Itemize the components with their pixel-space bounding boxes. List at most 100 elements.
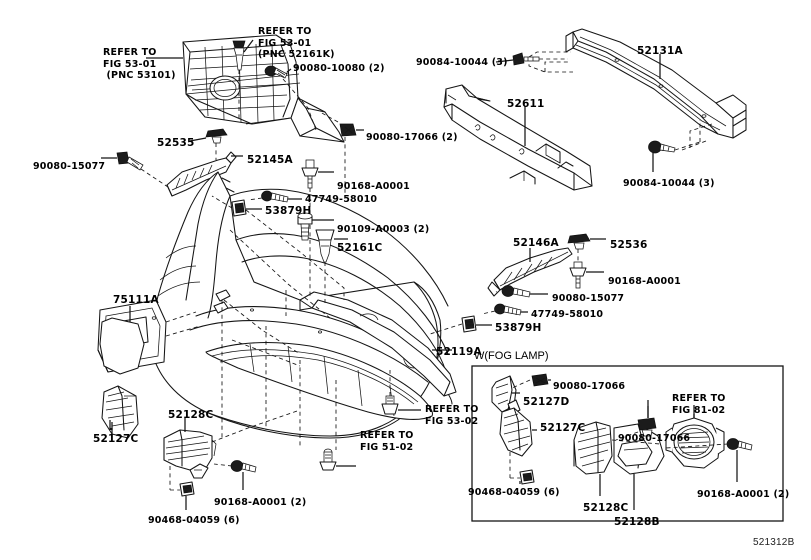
part-52127c-inset xyxy=(499,407,533,457)
label-90080-17066-inset-mid: 90080-17066 xyxy=(618,433,691,444)
part-52127c-left-piece xyxy=(101,385,139,439)
part-bolt-90168-a0001-inset xyxy=(726,438,753,451)
label-52535: 52535 xyxy=(157,137,195,149)
dash-90080-17066-inset-mid xyxy=(615,431,639,441)
label-90109-a0003: 90109-A0003 (2) xyxy=(337,224,430,235)
label-90080-15077-left: 90080-15077 xyxy=(33,161,106,172)
label-52131a: 52131A xyxy=(637,45,683,57)
label-90168-a0001-inset: 90168-A0001 (2) xyxy=(697,489,790,500)
part-screw-47749-58010-mid xyxy=(494,303,522,316)
leader-90080-10080 xyxy=(286,68,292,73)
label-90168-a0001-upper: 90168-A0001 xyxy=(337,181,410,192)
part-bolt-90109-a0003 xyxy=(297,212,313,241)
part-screw-90080-15077-left xyxy=(116,151,144,171)
part-screw-90080-15077-mid xyxy=(501,285,531,298)
label-90468-04059-inset: 90468-04059 (6) xyxy=(468,487,560,498)
label-refer-fig-51-02: REFER TO FIG 51-02 xyxy=(360,430,414,453)
label-52127c-inset: 52127C xyxy=(540,422,586,434)
dash-bracket-upper xyxy=(528,51,573,73)
label-refer-fig-81-02: REFER TO FIG 81-02 xyxy=(672,393,726,416)
part-retainer-52145a xyxy=(166,151,237,197)
part-fog-lamp-81-02 xyxy=(665,417,725,469)
label-52127d: 52127D xyxy=(523,396,570,408)
part-bolt-90168-a0001-upper xyxy=(301,159,319,189)
dash-cover-3 xyxy=(223,299,301,355)
part-clip-90468-04059-left xyxy=(179,481,195,497)
label-90084-10044-upper: 90084-10044 (3) xyxy=(416,57,508,68)
label-52611: 52611 xyxy=(507,98,545,110)
leader-52535 xyxy=(189,137,207,142)
part-clip-53879h-mid xyxy=(461,315,477,333)
part-bolt-90168-a0001-mid xyxy=(569,261,587,289)
label-52127c-left: 52127C xyxy=(93,433,139,445)
leader-grille-52161k xyxy=(243,39,254,53)
part-bolt-90168-a0001-lower-left xyxy=(230,460,257,473)
part-bolt-refer-51-02 xyxy=(319,448,337,471)
part-clip-90468-04059-inset xyxy=(519,469,535,485)
dash-53879h-mid xyxy=(429,323,463,335)
label-52161c: 52161C xyxy=(337,242,383,254)
part-bolt-90084-10044-upper xyxy=(512,52,540,66)
inset-title-fog-lamp: W(FOG LAMP) xyxy=(474,350,549,362)
part-52128b xyxy=(613,423,665,475)
label-90080-15077-mid: 90080-15077 xyxy=(552,293,625,304)
dash-bracket-upper2 xyxy=(544,61,571,72)
label-90168-a0001-mid: 90168-A0001 xyxy=(608,276,681,287)
dash-90080-10080 xyxy=(282,78,317,131)
dash-90080-17066-top xyxy=(319,111,339,123)
part-cover-52128c-left xyxy=(163,429,217,479)
dash-cover-2 xyxy=(229,229,331,319)
dash-90084-10044-lower2 xyxy=(689,123,713,148)
part-screw-90080-17066-inset-left xyxy=(531,373,549,387)
label-52119a: 52119A xyxy=(436,346,482,358)
dash-inset-link xyxy=(611,439,661,445)
label-52128c-inset: 52128C xyxy=(583,502,629,514)
dash-52128c-left xyxy=(211,409,301,443)
part-cover-52127c-left xyxy=(99,317,145,375)
dash-90168-a0001-inset xyxy=(665,443,729,449)
part-reinforcement-52131a xyxy=(565,28,747,139)
label-52536: 52536 xyxy=(610,239,648,251)
dash-75111a xyxy=(165,311,197,323)
label-90080-17066-inset-left: 90080-17066 xyxy=(553,381,626,392)
label-53879h-mid: 53879H xyxy=(495,322,542,334)
label-90084-10044-lower: 90084-10044 (3) xyxy=(623,178,715,189)
label-53879h-upper: 53879H xyxy=(265,205,312,217)
part-screw-90080-17066-top xyxy=(339,123,357,137)
diagram-code: 521312B xyxy=(753,537,795,548)
label-75111a: 75111A xyxy=(113,294,159,306)
part-clip-52536 xyxy=(567,233,591,250)
dash-47749-58010-upper xyxy=(247,197,263,201)
label-47749-58010-upper: 47749-58010 xyxy=(305,194,378,205)
part-screw-47749-58010-upper xyxy=(261,190,289,203)
part-bumper-cover-52119a xyxy=(150,171,453,439)
part-52128c-inset xyxy=(573,421,613,475)
part-screw-90080-10080 xyxy=(264,65,288,79)
dash-53879h-upper xyxy=(211,195,233,209)
dash-90080-15077-left xyxy=(140,168,169,188)
label-90080-17066-top: 90080-17066 (2) xyxy=(366,132,458,143)
label-refer-fig-53-01-pnc-53101: REFER TO FIG 53-01 (PNC 53101) xyxy=(103,47,176,81)
part-52127d xyxy=(491,375,521,415)
dash-90080-15077-mid xyxy=(495,287,504,293)
part-bumper-right-wing xyxy=(299,291,457,397)
part-screw-90080-17066-inset-mid xyxy=(637,417,657,437)
part-bolt-90084-10044-lower xyxy=(648,140,676,154)
label-refer-fig-53-01-pnc-52161k: REFER TO FIG 53-01 (PNC 52161K) xyxy=(258,26,335,60)
part-clip-53879h-upper xyxy=(231,199,247,217)
label-refer-fig-53-02: REFER TO FIG 53-02 xyxy=(425,404,479,427)
label-90168-a0001-lower-left: 90168-A0001 (2) xyxy=(214,497,307,508)
label-90080-10080: 90080-10080 (2) xyxy=(293,63,385,74)
dash-cover-1 xyxy=(245,209,345,300)
label-90468-04059-left: 90468-04059 (6) xyxy=(148,515,240,526)
part-absorber-52611 xyxy=(443,84,593,191)
dash-47749-58010-mid xyxy=(481,310,496,315)
part-clip-52161k xyxy=(232,40,246,71)
part-clip-52161c xyxy=(315,229,335,263)
dash-75111a-2 xyxy=(165,325,201,337)
label-52145a: 52145A xyxy=(247,154,293,166)
label-47749-58010-mid: 47749-58010 xyxy=(531,309,604,320)
part-clip-52535 xyxy=(205,128,228,144)
